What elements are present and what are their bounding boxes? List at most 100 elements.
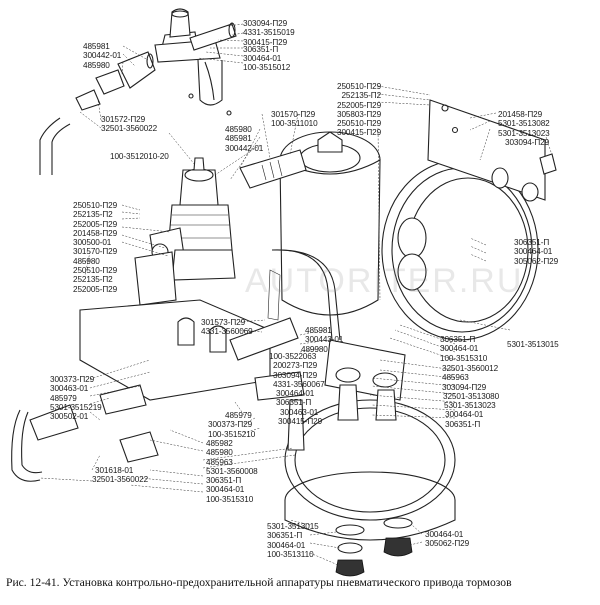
part-number-label: 300373-П29	[50, 375, 95, 384]
watermark-text: AUTORITER.RU	[245, 262, 524, 300]
labels-center-right-small: 485981 300443-01 489980	[301, 326, 344, 354]
part-number-label: 200273-П29	[273, 361, 318, 371]
air-receiver-drawing	[239, 131, 381, 316]
labels-center-mid: 100-3522063 200273-П29 303094-П29 4331-3…	[269, 352, 325, 426]
labels-top-valve-right: 303094-П29 4331-3515019 300415-П29 30635…	[243, 19, 295, 73]
labels-receiver-top-right: 250510-П29 252135-П2 252005-П29 305803-П…	[335, 82, 381, 138]
labels-left-lower: 300373-П29 300463-01 485979 5301-3515219…	[50, 375, 102, 421]
part-number-label: 300464-01	[276, 389, 315, 399]
part-number-label: 4331-3560069	[201, 327, 253, 337]
part-number-label: 252135-П2	[73, 210, 113, 220]
labels-bottom-chamber-right: 300464-01 305062-П29	[425, 530, 469, 549]
part-number-label: 300464-01	[267, 540, 306, 550]
part-number-label: 5301-3513023	[444, 401, 496, 411]
part-number-label: 485980	[73, 256, 100, 266]
part-number-label: 32501-3560022	[101, 124, 158, 134]
part-number-label: 306351-П	[514, 238, 550, 247]
part-number-label: 300415-П29	[278, 417, 323, 427]
part-number-label: 485963	[206, 457, 233, 467]
part-number-label: 32501-3560022	[92, 475, 149, 485]
part-number-label: 100-3513110	[267, 549, 314, 559]
part-number-label: 250510-П29	[73, 266, 118, 276]
labels-receiver-top: 301570-П29 100-3511010	[271, 110, 318, 129]
part-number-label: 305062-П29	[425, 539, 470, 549]
part-number-label: 100-3515210	[208, 429, 256, 439]
part-number-label: 252135-П2	[341, 91, 382, 101]
brake-chamber-upper-drawing	[381, 99, 557, 341]
part-number-label: 303094-П29	[442, 382, 487, 392]
part-number-label: 306351-П	[276, 398, 312, 408]
part-number-label: 201458-П29	[498, 110, 543, 119]
part-number-label: 100-3515310	[206, 494, 254, 504]
part-number-label: 485980	[83, 60, 110, 70]
part-number-label: 5301-3513023	[498, 128, 550, 138]
part-number-label: 252005-П29	[73, 284, 118, 294]
labels-bottom-chamber-left: 5301-3513015 306351-П 300464-01 100-3513…	[267, 522, 319, 559]
part-number-label: 305062-П29	[514, 256, 559, 266]
part-number-label: 300415-П29	[243, 37, 288, 47]
part-number-label: 252005-П29	[73, 219, 118, 229]
labels-regulator-left: 250510-П29 252135-П2 252005-П29 201458-П…	[73, 201, 117, 294]
pressure-regulator-drawing	[134, 157, 236, 306]
part-number-label: 485982	[206, 439, 233, 448]
part-number-label: 301570-П29	[73, 247, 118, 257]
labels-top-valve-left: 485981 300442-01 485980	[83, 42, 121, 70]
part-number-label: 5301-3560008	[206, 466, 258, 476]
labels-regulator: 100-3512010-20	[110, 152, 169, 161]
lower-valve-block-drawing	[11, 249, 341, 482]
part-number-label: 306351-П	[243, 44, 279, 54]
labels-receiver-top-left: 485980 485981 300442-01	[225, 125, 263, 153]
part-number-label: 301618-01	[95, 466, 134, 475]
part-number-label: 485979	[225, 411, 252, 420]
part-number-label: 32501-3560012	[442, 364, 499, 373]
part-number-label: 300464-01	[425, 530, 464, 539]
labels-right-mid: 306351-П 300464-01 100-3515310	[440, 335, 487, 363]
part-number-label: 300373-П29	[208, 420, 253, 430]
part-number-label: 5301-3513082	[498, 119, 550, 129]
part-number-label: 301572-П29	[101, 115, 146, 124]
labels-right-lower: 32501-3560012 485963 303094-П29 32501-35…	[442, 364, 499, 429]
part-number-label: 250510-П29	[337, 119, 382, 129]
part-number-label: 32501-3513080	[443, 391, 500, 401]
part-number-label: 489980	[301, 344, 328, 354]
part-number-label: 5301-3513015	[267, 522, 319, 531]
part-number-label: 300464-01	[445, 410, 484, 420]
labels-bottom-valve: 485979 300373-П29 100-3515210	[208, 411, 255, 439]
labels-chamber-right: 306351-П 300464-01 305062-П29	[514, 238, 558, 266]
part-number-label: 250510-П29	[73, 201, 118, 210]
part-number-label: 100-3511010	[271, 119, 318, 129]
part-number-label: 300443-01	[305, 335, 344, 345]
part-number-label: 306351-П	[440, 335, 476, 344]
part-number-label: 4331-3560067	[273, 379, 325, 389]
part-number-label: 485981	[83, 42, 110, 51]
part-number-label: 306351-П	[206, 476, 242, 486]
part-number-label: 485979	[50, 393, 77, 403]
part-number-label: 303094-П29	[505, 137, 550, 147]
part-number-label: 300463-01	[280, 407, 319, 417]
part-number-label: 100-3512010-20	[110, 152, 169, 161]
part-number-label: 300464-01	[514, 247, 553, 257]
part-number-label: 100-3515310	[440, 353, 488, 363]
part-number-label: 300442-01	[225, 143, 264, 153]
part-number-label: 100-3522063	[269, 352, 317, 361]
part-number-label: 4331-3515019	[243, 28, 295, 38]
part-number-label: 252135-П2	[73, 275, 113, 285]
labels-top-pipe: 301572-П29 32501-3560022	[101, 115, 157, 134]
part-number-label: 201458-П29	[73, 228, 118, 238]
part-number-label: 250510-П29	[337, 82, 382, 91]
part-number-label: 300464-01	[243, 54, 282, 64]
labels-bracket-right: 201458-П29 5301-3513082 5301-3513023 303…	[498, 110, 550, 147]
part-number-label: 300502-01	[50, 412, 89, 422]
part-number-label: 306351-П	[267, 531, 303, 541]
part-number-label: 100-3515012	[243, 63, 291, 73]
top-safety-valve-drawing	[39, 8, 237, 175]
leader-lines	[39, 23, 553, 566]
figure-caption: Рис. 12-41. Установка контрольно-предохр…	[6, 576, 512, 589]
part-number-label: 485980	[206, 448, 233, 458]
part-number-label: 306351-П	[445, 419, 481, 429]
part-number-label: 301573-П29	[201, 318, 246, 327]
part-number-label: 485980	[225, 125, 252, 134]
brake-chamber-lower-drawing	[284, 339, 456, 577]
